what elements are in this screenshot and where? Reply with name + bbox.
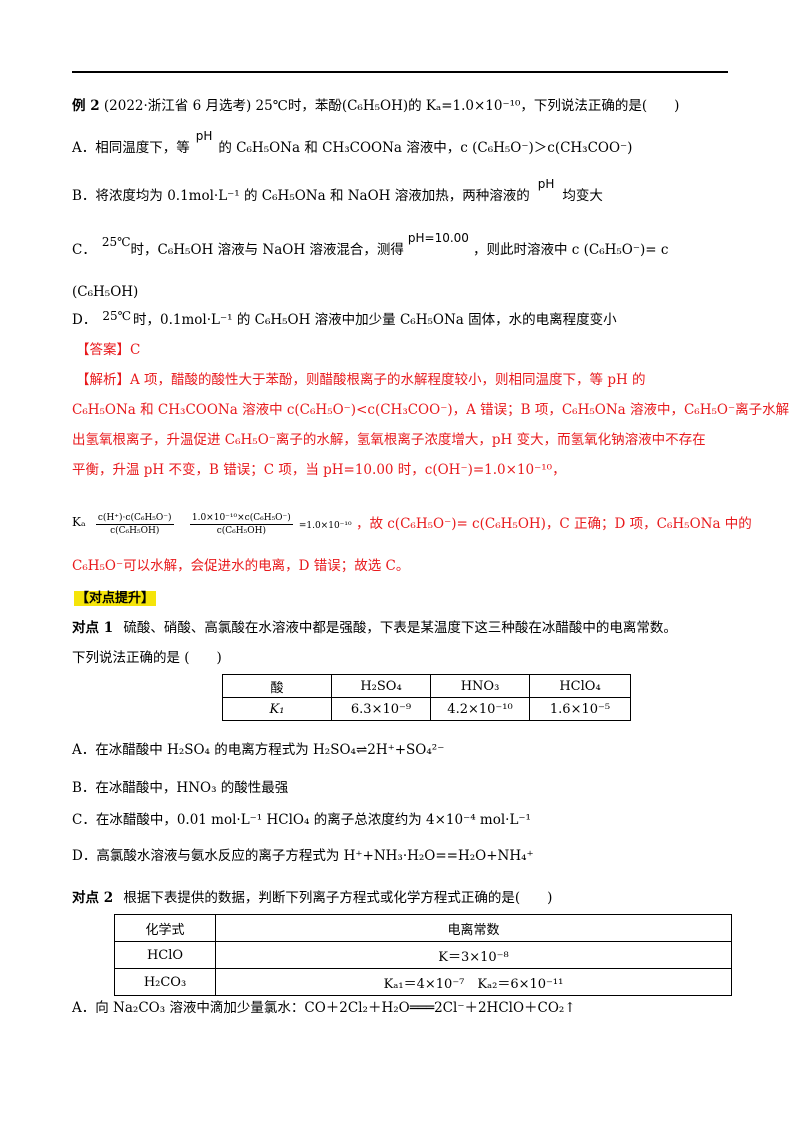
option-d-label: D．	[72, 312, 97, 328]
table-cell: 酸	[222, 674, 332, 698]
analysis-line-1: 【解析】A 项，醋酸的酸性大于苯酚，则醋酸根离子的水解程度较小，则相同温度下，等…	[76, 372, 646, 388]
option-c: C． 25℃时，C₆H₅OH 溶液与 NaOH 溶液混合，测得pH=10.00，则…	[72, 231, 669, 260]
ka-symbol: Kₐ	[72, 515, 86, 529]
analysis-line-6: C₆H₅O⁻可以水解，会促进水的电离，D 错误；故选 C。	[72, 558, 410, 574]
example-stem: 例 2 (2022·浙江省 6 月选考) 25℃时，苯酚(C₆H₅OH)的 Kₐ…	[72, 96, 679, 116]
fraction-1: c(H⁺)·c(C₆H₅O⁻) c(C₆H₅OH)	[95, 512, 174, 537]
table-row: 酸 H₂SO₄ HNO₃ HClO₄	[222, 674, 631, 698]
table-row: 化学式 电离常数	[114, 914, 732, 942]
table-cell: K₁	[222, 697, 332, 721]
header-rule	[72, 71, 728, 73]
option-d-post: 时，0.1mol·L⁻¹ 的 C₆H₅OH 溶液中加少量 C₆H₅ONa 固体，…	[133, 312, 617, 328]
analysis-line-4: 平衡，升温 pH 不变，B 错误；C 项，当 pH=10.00 时，c(OH⁻)…	[72, 462, 566, 478]
table-cell: 电离常数	[215, 914, 732, 942]
option-b-pre: B．将浓度均为 0.1mol·L⁻¹ 的 C₆H₅ONa 和 NaOH 溶液加热…	[72, 188, 530, 204]
table-cell: HClO₄	[529, 674, 631, 698]
option-d-temp: 25℃	[102, 309, 132, 323]
q1-option-c: C．在冰醋酸中，0.01 mol·L⁻¹ HClO₄ 的离子总浓度约为 4×10…	[72, 812, 531, 828]
analysis-line-5: ，故 c(C₆H₅O⁻)= c(C₆H₅OH)，C 正确；D 项，C₆H₅ONa…	[355, 516, 752, 532]
table-cell: K＝3×10⁻⁸	[215, 941, 732, 969]
q1-acid-table: 酸 H₂SO₄ HNO₃ HClO₄ K₁ 6.3×10⁻⁹ 4.2×10⁻¹⁰…	[222, 674, 631, 721]
q1-option-a: A．在冰醋酸中 H₂SO₄ 的电离方程式为 H₂SO₄⇌2H⁺+SO₄²⁻	[72, 742, 445, 758]
q1-stem: 对点 1 硫酸、硝酸、高氯酸在水溶液中都是强酸，下表是某温度下这三种酸在冰醋酸中…	[72, 618, 677, 638]
table-cell: H₂CO₃	[114, 968, 216, 996]
q1-option-b: B．在冰醋酸中，HNO₃ 的酸性最强	[72, 780, 289, 796]
q2-constant-table: 化学式 电离常数 HClO K＝3×10⁻⁸ H₂CO₃ Kₐ₁＝4×10⁻⁷ …	[114, 914, 732, 996]
eq-result: =1.0×10⁻¹⁰	[298, 521, 352, 531]
table-row: HClO K＝3×10⁻⁸	[114, 941, 732, 969]
q1-stem-text: 硫酸、硝酸、高氯酸在水溶液中都是强酸，下表是某温度下这三种酸在冰醋酸中的电离常数…	[123, 620, 677, 636]
q2-stem-text: 根据下表提供的数据，判断下列离子方程式或化学方程式正确的是( )	[123, 890, 553, 906]
q2-stem: 对点 2 根据下表提供的数据，判断下列离子方程式或化学方程式正确的是( )	[72, 888, 552, 908]
option-b-ph-tag: pH	[537, 177, 555, 191]
option-c-temp: 25℃	[101, 235, 131, 249]
option-c-ph-tag: pH=10.00	[407, 231, 469, 245]
option-c-post: ，则此时溶液中 c (C₆H₅O⁻)= c	[472, 242, 669, 258]
table-cell: Kₐ₁＝4×10⁻⁷ Kₐ₂＝6×10⁻¹¹	[215, 968, 732, 996]
table-row: K₁ 6.3×10⁻⁹ 4.2×10⁻¹⁰ 1.6×10⁻⁵	[222, 697, 631, 721]
answer: 【答案】C	[76, 342, 141, 358]
q1-stem-2: 下列说法正确的是 ( )	[72, 650, 222, 666]
analysis-line-3: 出氢氧根离子，升温促进 C₆H₅O⁻离子的水解，氢氧根离子浓度增大，pH 变大，…	[72, 432, 706, 448]
q2-option-a: A．向 Na₂CO₃ 溶液中滴加少量氯水：CO＋2Cl₂＋H₂O═══2Cl⁻＋…	[72, 1000, 576, 1016]
fraction-2: 1.0×10⁻¹⁰×c(C₆H₅O⁻) c(C₆H₅OH)	[189, 512, 293, 537]
table-cell: H₂SO₄	[331, 674, 431, 698]
option-c-tail: (C₆H₅OH)	[72, 284, 139, 300]
example-stem-text: (2022·浙江省 6 月选考) 25℃时，苯酚(C₆H₅OH)的 Kₐ=1.0…	[103, 98, 680, 114]
fraction-2-numerator: 1.0×10⁻¹⁰×c(C₆H₅O⁻)	[189, 513, 293, 525]
analysis-line-2: C₆H₅ONa 和 CH₃COONa 溶液中 c(C₆H₅O⁻)<c(CH₃CO…	[72, 402, 790, 418]
table-cell: HNO₃	[430, 674, 530, 698]
q1-label: 对点 1	[72, 620, 114, 636]
option-a-ph-tag: pH	[195, 129, 213, 143]
analysis-formula: Kₐ c(H⁺)·c(C₆H₅O⁻) c(C₆H₅OH) 1.0×10⁻¹⁰×c…	[72, 504, 752, 544]
option-c-label: C．	[72, 242, 96, 258]
example-label: 例 2	[72, 98, 100, 114]
table-cell: HClO	[114, 941, 216, 969]
option-c-mid: 时，C₆H₅OH 溶液与 NaOH 溶液混合，测得	[130, 242, 404, 258]
fraction-1-numerator: c(H⁺)·c(C₆H₅O⁻)	[95, 513, 174, 525]
q1-option-d: D．高氯酸水溶液与氨水反应的离子方程式为 H⁺+NH₃·H₂O==H₂O+NH₄…	[72, 848, 534, 864]
table-cell: 化学式	[114, 914, 216, 942]
table-cell: 1.6×10⁻⁵	[529, 697, 631, 721]
fraction-1-denominator: c(C₆H₅OH)	[110, 526, 160, 536]
section-title: 【对点提升】	[74, 588, 157, 609]
table-cell: 4.2×10⁻¹⁰	[430, 697, 530, 721]
fraction-2-denominator: c(C₆H₅OH)	[216, 526, 266, 536]
option-b: B．将浓度均为 0.1mol·L⁻¹ 的 C₆H₅ONa 和 NaOH 溶液加热…	[72, 177, 603, 206]
section-title-text: 【对点提升】	[74, 591, 157, 606]
q2-label: 对点 2	[72, 890, 114, 906]
option-a: A．相同温度下，等 pH 的 C₆H₅ONa 和 CH₃COONa 溶液中，c (C…	[72, 129, 633, 158]
option-b-post: 均变大	[562, 188, 603, 204]
option-a-post: 的 C₆H₅ONa 和 CH₃COONa 溶液中，c (C₆H₅O⁻)＞c(CH…	[218, 140, 633, 156]
option-a-pre: A．相同温度下，等	[72, 140, 190, 156]
table-row: H₂CO₃ Kₐ₁＝4×10⁻⁷ Kₐ₂＝6×10⁻¹¹	[114, 968, 732, 996]
table-cell: 6.3×10⁻⁹	[331, 697, 431, 721]
